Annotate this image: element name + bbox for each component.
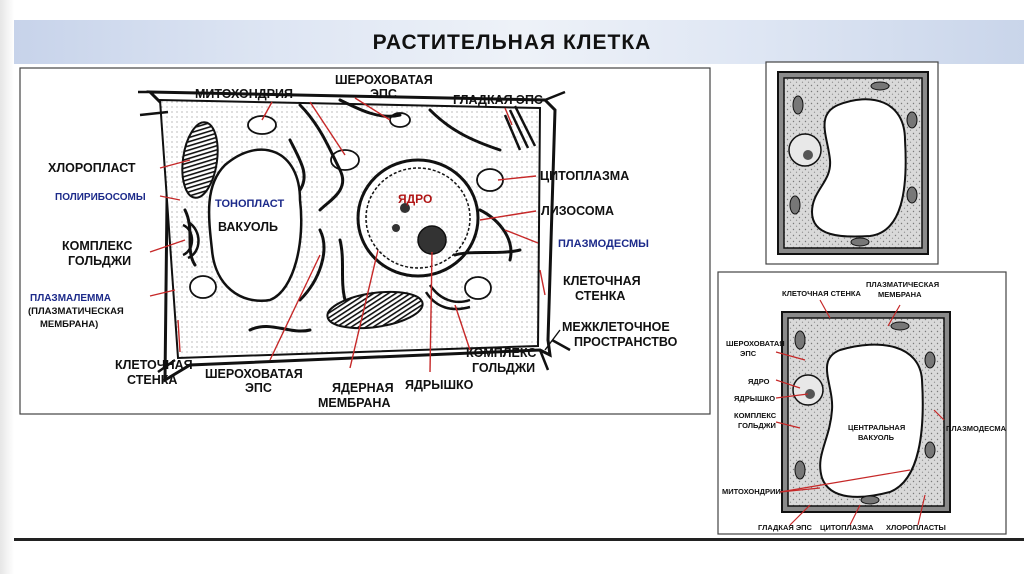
small-label-golgi-2: ГОЛЬДЖИ [738,421,776,430]
label-cell-wall-right-1: КЛЕТОЧНАЯ [563,274,641,288]
main-labels: МИТОХОНДРИЯ ШЕРОХОВАТАЯ ЭПС ГЛАДКАЯ ЭПС … [28,73,678,410]
small-label-nucleus: ЯДРО [748,377,770,386]
main-mitochondria [189,112,504,300]
small-diagram-top [765,61,939,265]
label-rough-er-top-2: ЭПС [370,87,397,101]
label-rough-er-bottom-2: ЭПС [245,381,272,395]
small-label-mitochondria: МИТОХОНДРИИ [722,487,781,496]
small-label-golgi-1: КОМПЛЕКС [734,411,777,420]
bottom-divider [14,538,1024,541]
small-label-central-vacuole-2: ВАКУОЛЬ [858,433,895,442]
label-smooth-er: ГЛАДКАЯ ЭПС [453,93,543,107]
main-leader-lines [149,97,546,373]
main-vacuole [207,148,303,303]
small-label-cytoplasm: ЦИТОПЛАЗМА [820,523,874,532]
label-chloroplast: ХЛОРОПЛАСТ [48,161,136,175]
main-chloroplast-bottom [326,290,424,330]
main-golgi [182,220,471,311]
label-nucleus: ЯДРО [398,192,432,206]
label-golgi-left-2: ГОЛЬДЖИ [68,254,131,268]
small-label-central-vacuole-1: ЦЕНТРАЛЬНАЯ [848,423,905,432]
label-plasmalemma-1: ПЛАЗМАЛЕММА [30,293,111,304]
main-chloroplast-left [181,121,219,199]
label-nuclear-membrane-2: МЕМБРАНА [318,396,390,410]
label-rough-er-top-1: ШЕРОХОВАТАЯ [335,73,433,87]
small-label-plasma-membrane-2: МЕМБРАНА [878,290,922,299]
main-nucleus [356,158,480,278]
main-leader-lines-black [544,329,561,351]
label-tonoplast: ТОНОПЛАСТ [215,198,284,210]
label-golgi-right-1: КОМПЛЕКС [466,346,536,360]
label-plasmalemma-2: (ПЛАЗМАТИЧЕСКАЯ [28,306,124,317]
label-vacuole: ВАКУОЛЬ [218,220,278,234]
small-label-rough-er-2: ЭПС [740,349,757,358]
label-intercellular-1: МЕЖКЛЕТОЧНОЕ [562,320,670,334]
small-label-smooth-er: ГЛАДКАЯ ЭПС [758,523,813,532]
title-band [14,20,1024,64]
main-diagram: МИТОХОНДРИЯ ШЕРОХОВАТАЯ ЭПС ГЛАДКАЯ ЭПС … [19,67,711,415]
label-rough-er-bottom-1: ШЕРОХОВАТАЯ [205,367,303,381]
label-cell-wall-left-1: КЛЕТОЧНАЯ [115,358,193,372]
label-cell-wall-left-2: СТЕНКА [127,373,177,387]
small-label-chloroplasts: ХЛОРОПЛАСТЫ [886,523,946,532]
label-lysosome: ЛИЗОСОМА [541,204,614,218]
small-label-plasma-membrane-1: ПЛАЗМАТИЧЕСКАЯ [866,280,939,289]
small-label-nucleolus: ЯДРЫШКО [734,394,775,403]
page-title: РАСТИТЕЛЬНАЯ КЛЕТКА [372,31,652,54]
label-mitochondria: МИТОХОНДРИЯ [195,87,293,101]
label-polyribosomes: ПОЛИРИБОСОМЫ [55,192,146,203]
small-label-plasmodesma: ПЛАЗМОДЕСМА [946,424,1007,433]
small-diagram-bottom: КЛЕТОЧНАЯ СТЕНКА ПЛАЗМАТИЧЕСКАЯ МЕМБРАНА… [717,271,1007,535]
left-edge-shadow [0,0,14,574]
main-smooth-er [503,105,537,151]
label-nuclear-membrane-1: ЯДЕРНАЯ [332,381,394,395]
small-bottom-vacuole [819,343,924,498]
label-nucleolus: ЯДРЫШКО [405,378,474,392]
label-plasmodesmata: ПЛАЗМОДЕСМЫ [558,238,649,250]
label-cell-wall-right-2: СТЕНКА [575,289,625,303]
label-cytoplasm: ЦИТОПЛАЗМА [540,169,629,183]
label-golgi-right-2: ГОЛЬДЖИ [472,361,535,375]
label-golgi-left-1: КОМПЛЕКС [62,239,132,253]
small-labels: КЛЕТОЧНАЯ СТЕНКА ПЛАЗМАТИЧЕСКАЯ МЕМБРАНА… [722,280,1007,532]
small-leader-lines [775,299,945,526]
label-plasmalemma-3: МЕМБРАНА) [40,319,98,330]
small-label-rough-er-1: ШЕРОХОВАТАЯ [726,339,785,348]
small-top-vacuole [810,98,907,238]
main-endoplasmic-reticulum [183,98,522,333]
small-top-nucleus [788,133,822,167]
label-intercellular-2: ПРОСТРАНСТВО [574,335,678,349]
small-label-cell-wall: КЛЕТОЧНАЯ СТЕНКА [782,289,861,298]
